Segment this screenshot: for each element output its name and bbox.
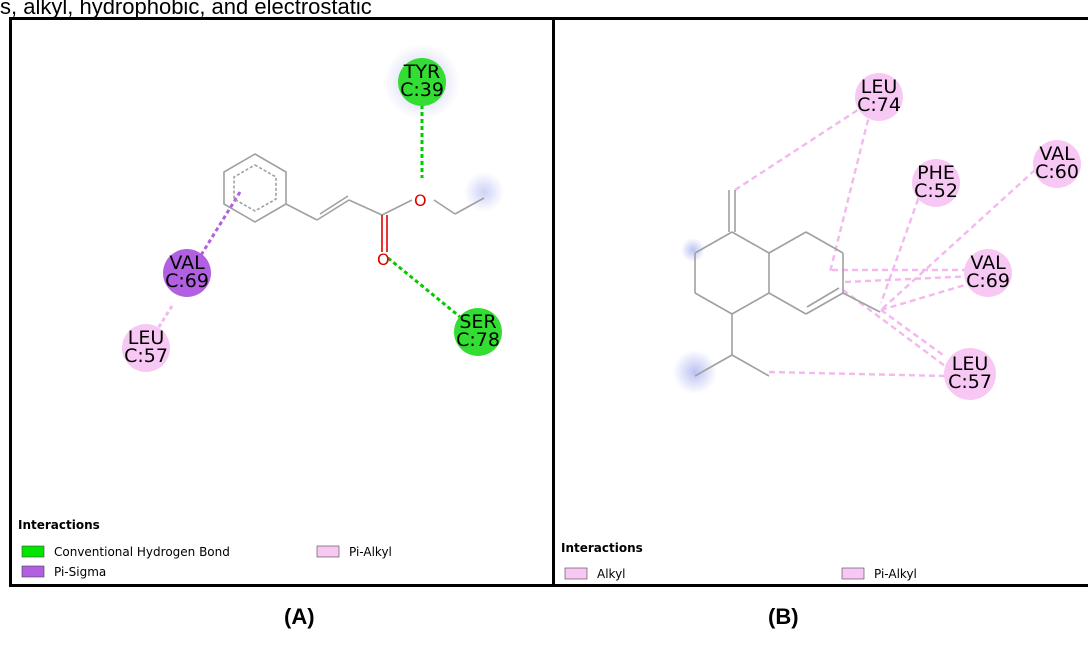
svg-text:LEU: LEU bbox=[952, 353, 989, 375]
panel-a-svg: O O TYR C:39 VAL C:69 LEU C:57 SER C:78 … bbox=[18, 44, 504, 579]
svg-text:C:60: C:60 bbox=[1035, 161, 1079, 183]
svg-text:VAL: VAL bbox=[970, 252, 1006, 274]
legend-swatch-pi-alkyl-b bbox=[841, 567, 865, 580]
residue-phe-52: PHE C:52 bbox=[912, 159, 960, 207]
svg-text:LEU: LEU bbox=[861, 76, 898, 98]
atom-glow-2 bbox=[673, 350, 717, 394]
svg-text:VAL: VAL bbox=[1039, 143, 1075, 165]
svg-text:C:69: C:69 bbox=[966, 270, 1010, 292]
panel-a-legend: Interactions Conventional Hydrogen Bond … bbox=[18, 518, 392, 579]
panel-b-diagram: LEU C:74 VAL C:60 PHE C:52 VAL C:69 LEU … bbox=[552, 17, 1088, 587]
benzene-ring bbox=[223, 153, 287, 223]
residue-leu-74: LEU C:74 bbox=[855, 73, 903, 121]
svg-text:TYR: TYR bbox=[403, 61, 440, 83]
panel-a-diagram: O O TYR C:39 VAL C:69 LEU C:57 SER C:78 … bbox=[9, 17, 557, 587]
svg-text:Pi-Sigma: Pi-Sigma bbox=[54, 565, 106, 579]
residue-tyr-39: TYR C:39 bbox=[398, 58, 446, 106]
svg-text:Pi-Alkyl: Pi-Alkyl bbox=[874, 567, 917, 581]
svg-text:Conventional Hydrogen Bond: Conventional Hydrogen Bond bbox=[54, 545, 230, 559]
legend-swatch-hbond bbox=[21, 545, 45, 558]
svg-text:C:78: C:78 bbox=[456, 329, 500, 351]
svg-text:VAL: VAL bbox=[169, 252, 205, 274]
legend-swatch-alkyl bbox=[564, 567, 588, 580]
molecule-chain bbox=[285, 195, 485, 221]
residue-leu-57: LEU C:57 bbox=[122, 324, 170, 372]
svg-text:C:74: C:74 bbox=[857, 94, 901, 116]
carbonyl-oxygen: O bbox=[377, 250, 390, 269]
svg-text:SER: SER bbox=[459, 311, 496, 333]
panel-a-label: (A) bbox=[284, 604, 315, 629]
atom-glow bbox=[464, 172, 504, 212]
legend-swatch-pi-alkyl bbox=[316, 545, 340, 558]
svg-text:PHE: PHE bbox=[917, 162, 955, 184]
legend-swatch-pi-sigma bbox=[21, 565, 45, 578]
caption-fragment: s, alkyl, hydrophobic, and electrostatic bbox=[0, 0, 372, 19]
svg-text:Interactions: Interactions bbox=[18, 518, 100, 532]
ester-oxygen: O bbox=[414, 191, 427, 210]
alkyl-interaction-lines bbox=[734, 98, 1036, 378]
panel-b-label: (B) bbox=[768, 604, 799, 629]
svg-text:Alkyl: Alkyl bbox=[597, 567, 626, 581]
svg-text:C:39: C:39 bbox=[400, 79, 444, 101]
bicyclic-molecule bbox=[694, 190, 881, 377]
svg-text:Interactions: Interactions bbox=[561, 541, 643, 555]
atom-glow-1 bbox=[681, 238, 705, 262]
svg-text:Pi-Alkyl: Pi-Alkyl bbox=[349, 545, 392, 559]
svg-text:LEU: LEU bbox=[128, 327, 165, 349]
residue-leu-57: LEU C:57 bbox=[944, 348, 996, 400]
residue-val-60: VAL C:60 bbox=[1033, 140, 1081, 188]
svg-text:C:57: C:57 bbox=[124, 345, 168, 367]
residue-val-69: VAL C:69 bbox=[163, 249, 211, 297]
panel-b-svg: LEU C:74 VAL C:60 PHE C:52 VAL C:69 LEU … bbox=[561, 73, 1081, 581]
residue-ser-78: SER C:78 bbox=[454, 308, 502, 356]
panel-b-legend: Interactions Alkyl Pi-Alkyl bbox=[561, 541, 917, 581]
svg-text:C:57: C:57 bbox=[948, 371, 992, 393]
svg-text:C:69: C:69 bbox=[165, 270, 209, 292]
svg-text:C:52: C:52 bbox=[914, 180, 958, 202]
residue-val-69: VAL C:69 bbox=[964, 249, 1012, 297]
